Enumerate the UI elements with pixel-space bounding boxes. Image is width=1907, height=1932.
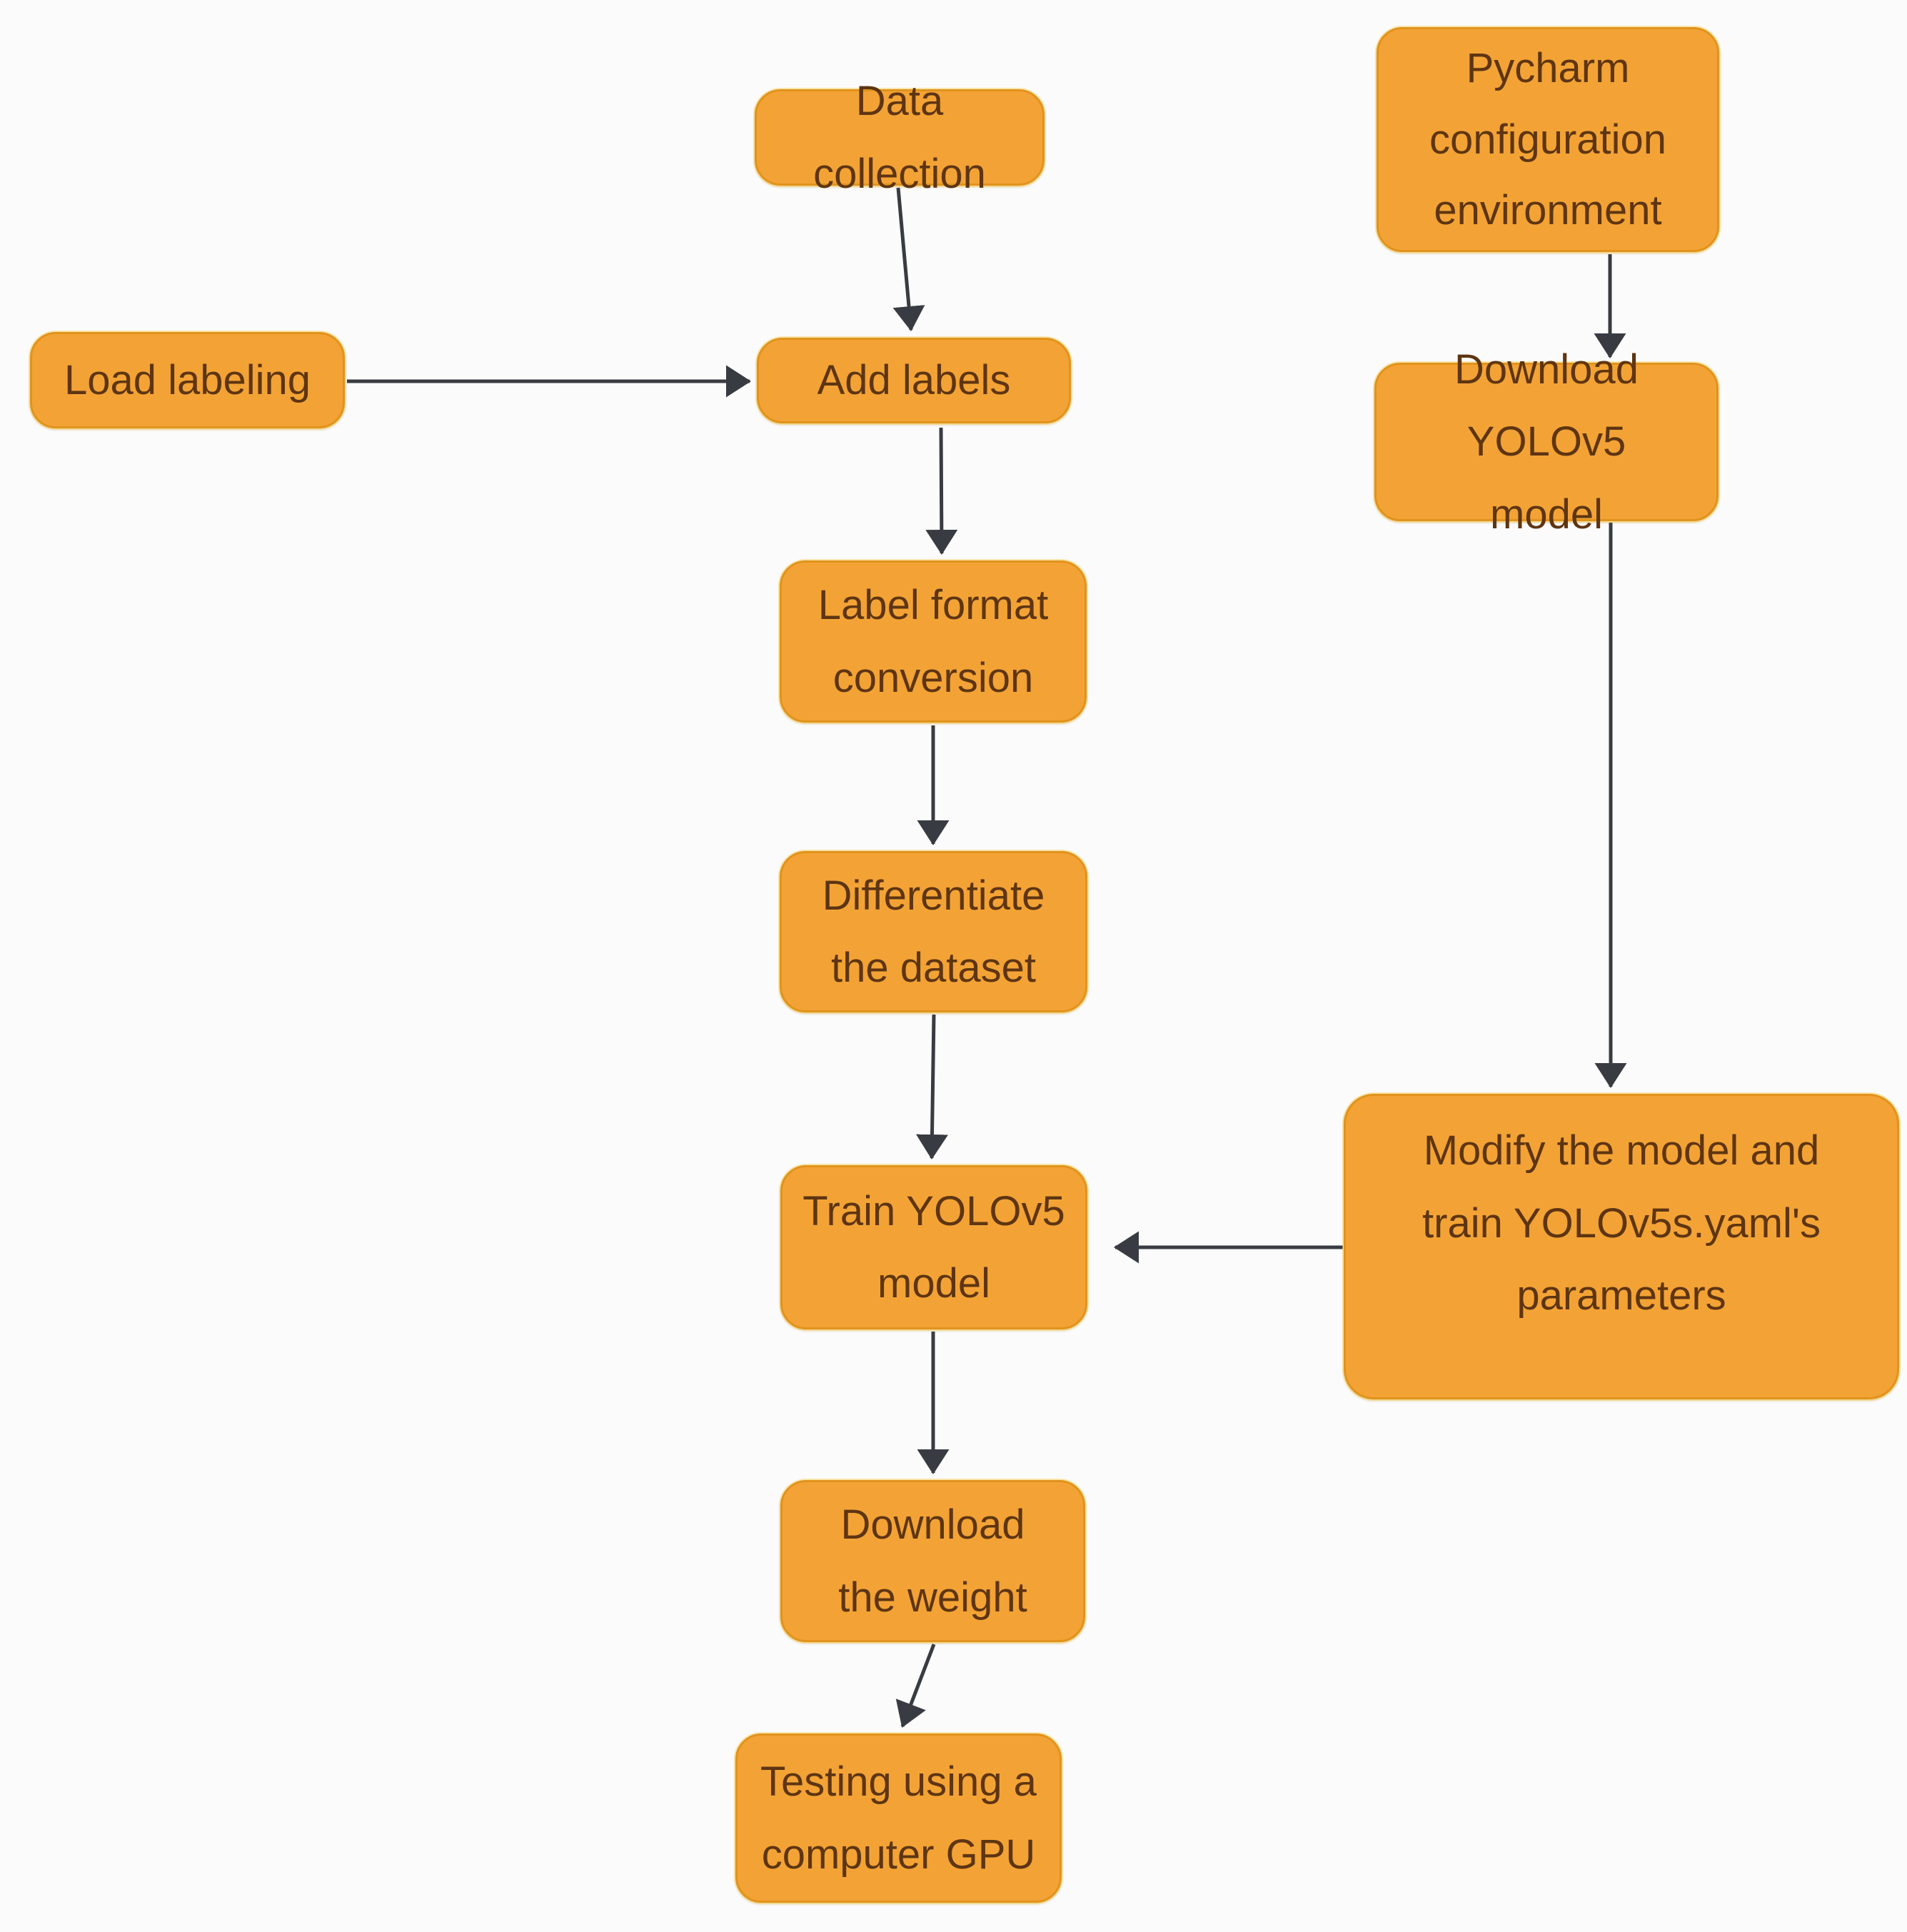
node-label: Testing using a computer GPU	[760, 1759, 1037, 1878]
node-load-labeling: Load labeling	[30, 332, 345, 428]
node-label: Label format conversion	[817, 582, 1049, 701]
node-label: Load labeling	[64, 356, 311, 403]
node-label: Differentiate the dataset	[822, 872, 1045, 992]
node-train-yolov5-model: Train YOLOv5 model	[780, 1165, 1087, 1329]
arrow-differentiate-to-train	[915, 1014, 948, 1159]
node-label: Download the weight	[838, 1501, 1027, 1621]
node-label: Pycharm configuration environment	[1429, 44, 1667, 234]
node-data-collection: Data collection	[755, 78, 1045, 197]
node-add-labels: Add labels	[757, 338, 1071, 423]
node-pycharm-configuration-environment: Pycharm configuration environment	[1377, 27, 1719, 252]
node-label-format-conversion: Label format conversion	[780, 560, 1087, 723]
node-label: Add labels	[817, 357, 1011, 404]
arrow-download-weight-to-testing	[895, 1644, 936, 1728]
node-label: Download YOLOv5 model	[1454, 346, 1639, 538]
arrow-add-labels-to-label-format	[925, 427, 958, 555]
node-label: Data collection	[813, 78, 986, 197]
node-download-the-weight: Download the weight	[780, 1480, 1085, 1642]
node-testing-using-computer-gpu: Testing using a computer GPU	[735, 1734, 1062, 1903]
node-label: Train YOLOv5 model	[802, 1187, 1065, 1307]
node-modify-model-parameters: Modify the model and train YOLOv5s.yaml'…	[1344, 1094, 1899, 1399]
node-download-yolov5-model: Download YOLOv5 model	[1374, 346, 1719, 538]
node-label: Modify the model and train YOLOv5s.yaml'…	[1422, 1127, 1821, 1319]
node-differentiate-the-dataset: Differentiate the dataset	[780, 851, 1087, 1012]
